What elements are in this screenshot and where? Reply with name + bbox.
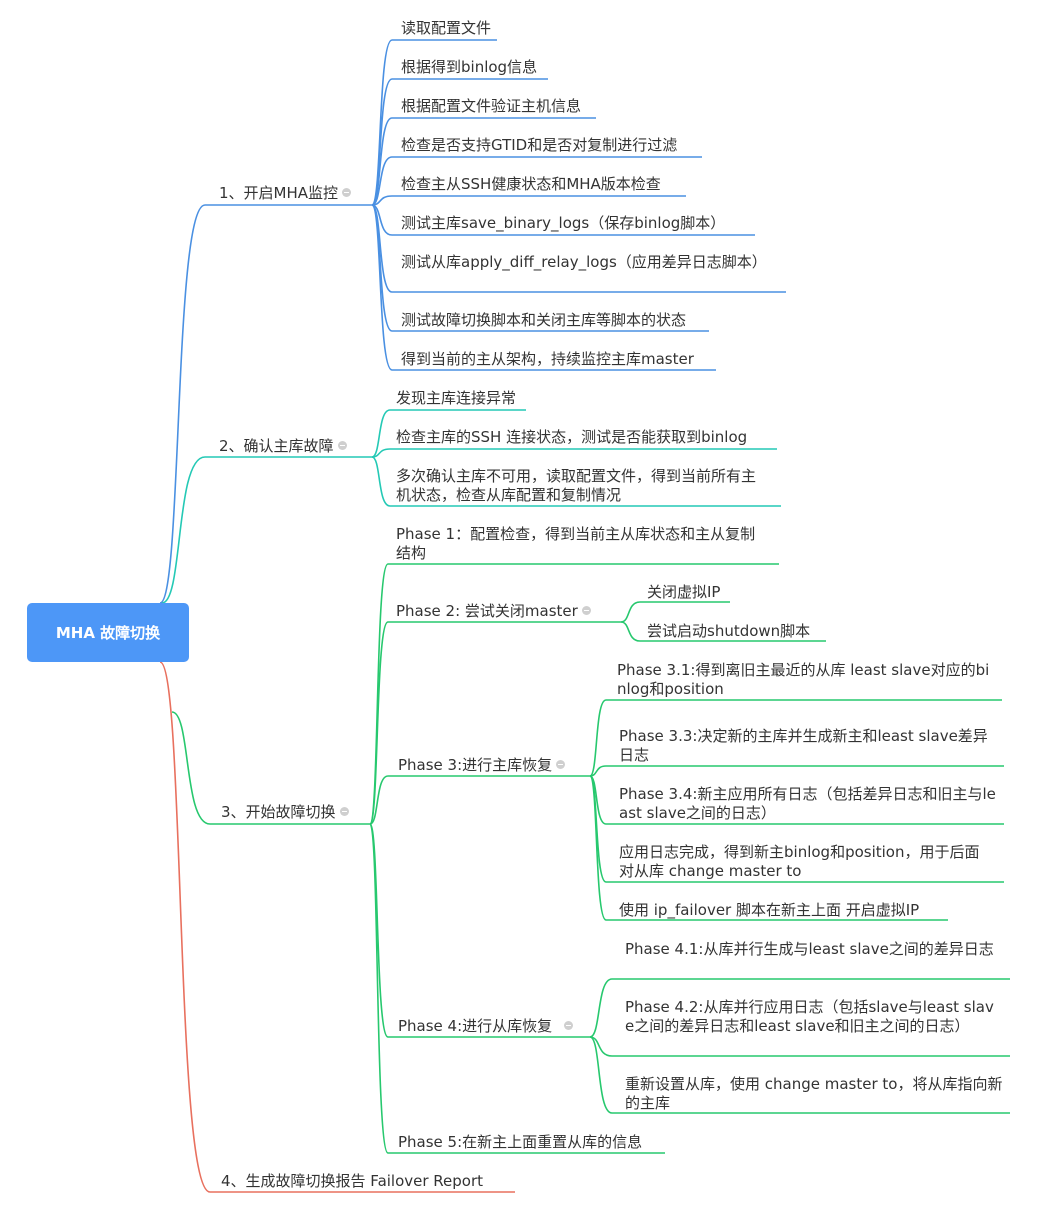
leaf-label: 根据得到binlog信息	[401, 58, 538, 76]
branch-3-node[interactable]: 3、开始故障切换	[221, 803, 371, 822]
leaf-label: 应用日志完成，得到新主binlog和position，用于后面对从库 chang…	[619, 843, 980, 880]
leaf-label: 关闭虚拟IP	[647, 583, 721, 601]
b1-leaf-9[interactable]: 得到当前的主从架构，持续监控主库master	[401, 350, 761, 369]
branch-2-label: 2、确认主库故障	[219, 437, 334, 455]
p4-leaf-2[interactable]: Phase 4.2:从库并行应用日志（包括slave与least slave之间…	[625, 998, 1003, 1036]
phase-label: Phase 2: 尝试关闭master	[396, 602, 578, 620]
edge-phase-5	[369, 823, 665, 1154]
root-label: MHA 故障切换	[55, 624, 161, 642]
b1-leaf-4[interactable]: 检查是否支持GTID和是否对复制进行过滤	[401, 136, 761, 155]
edge-root-b3	[171, 711, 370, 825]
leaf-label: 尝试启动shutdown脚本	[647, 622, 811, 640]
edge-root-b4	[159, 661, 515, 1193]
b1-leaf-5[interactable]: 检查主从SSH健康状态和MHA版本检查	[401, 175, 761, 194]
b2-leaf-3[interactable]: 多次确认主库不可用，读取配置文件，得到当前所有主机状态，检查从库配置和复制情况	[396, 467, 768, 505]
leaf-label: 得到当前的主从架构，持续监控主库master	[401, 350, 694, 368]
b2-leaf-2[interactable]: 检查主库的SSH 连接状态，测试是否能获取到binlog	[396, 428, 774, 447]
p2-leaf-1[interactable]: 关闭虚拟IP	[647, 583, 847, 602]
p3-leaf-2[interactable]: Phase 3.3:决定新的主库并生成新主和least slave差异日志	[619, 727, 1001, 765]
b1-leaf-3[interactable]: 根据配置文件验证主机信息	[401, 97, 761, 116]
edge-p2-leaf-2	[620, 621, 826, 642]
edge-b1-leaf-5	[371, 195, 686, 206]
edge-p3-leaf-5	[589, 775, 948, 921]
p3-leaf-4[interactable]: 应用日志完成，得到新主binlog和position，用于后面对从库 chang…	[619, 843, 991, 881]
branch-1-label: 1、开启MHA监控	[219, 184, 339, 202]
p3-leaf-3[interactable]: Phase 3.4:新主应用所有日志（包括差异日志和旧主与least slave…	[619, 785, 997, 823]
edge-p2-leaf-1	[620, 601, 730, 623]
leaf-label: 测试从库apply_diff_relay_logs（应用差异日志脚本）	[401, 253, 767, 271]
leaf-label: 检查是否支持GTID和是否对复制进行过滤	[401, 136, 678, 154]
leaf-label: Phase 3.4:新主应用所有日志（包括差异日志和旧主与least slave…	[619, 785, 996, 822]
leaf-label: Phase 4.1:从库并行生成与least slave之间的差异日志	[625, 940, 994, 958]
leaf-label: 检查主库的SSH 连接状态，测试是否能获取到binlog	[396, 428, 748, 446]
phase-1-node[interactable]: Phase 1：配置检查，得到当前主从库状态和主从复制结构	[396, 525, 768, 563]
leaf-label: Phase 4.2:从库并行应用日志（包括slave与least slave之间…	[625, 998, 994, 1035]
edge-p3-leaf-1	[589, 699, 1002, 777]
b2-leaf-1[interactable]: 发现主库连接异常	[396, 389, 766, 408]
branch-1-node[interactable]: 1、开启MHA监控	[219, 184, 369, 203]
collapse-icon[interactable]	[342, 188, 352, 197]
phase-label: Phase 1：配置检查，得到当前主从库状态和主从复制结构	[396, 525, 756, 562]
leaf-label: Phase 3.1:得到离旧主最近的从库 least slave对应的binlo…	[617, 661, 990, 698]
edge-root-b1	[159, 204, 372, 604]
edge-root-b2	[161, 456, 372, 604]
p4-leaf-3[interactable]: 重新设置从库，使用 change master to，将从库指向新的主库	[625, 1075, 1003, 1113]
p3-leaf-5[interactable]: 使用 ip_failover 脚本在新主上面 开启虚拟IP	[619, 901, 991, 920]
phase-3-node[interactable]: Phase 3:进行主库恢复	[398, 756, 598, 775]
collapse-icon[interactable]	[339, 807, 349, 816]
b1-leaf-1[interactable]: 读取配置文件	[401, 19, 761, 38]
edge-p4-leaf-3	[589, 1036, 1010, 1114]
phase-2-node[interactable]: Phase 2: 尝试关闭master	[396, 602, 621, 621]
leaf-label: Phase 3.3:决定新的主库并生成新主和least slave差异日志	[619, 727, 988, 764]
leaf-label: 检查主从SSH健康状态和MHA版本检查	[401, 175, 661, 193]
leaf-label: 测试主库save_binary_logs（保存binlog脚本）	[401, 214, 726, 232]
edge-phase-4	[369, 823, 590, 1038]
edge-b1-leaf-9	[371, 204, 716, 371]
branch-3-label: 3、开始故障切换	[221, 803, 336, 821]
edge-p3-leaf-2	[589, 765, 1004, 777]
phase-5-node[interactable]: Phase 5:在新主上面重置从库的信息	[398, 1133, 698, 1152]
b1-leaf-8[interactable]: 测试故障切换脚本和关闭主库等脚本的状态	[401, 311, 761, 330]
branch-2-node[interactable]: 2、确认主库故障	[219, 437, 369, 456]
b1-leaf-2[interactable]: 根据得到binlog信息	[401, 58, 761, 77]
collapse-icon[interactable]	[564, 1021, 574, 1030]
p2-leaf-2[interactable]: 尝试启动shutdown脚本	[647, 622, 847, 641]
edge-b1-leaf-4	[371, 156, 702, 206]
edge-p4-leaf-2	[589, 1036, 1010, 1057]
leaf-label: 发现主库连接异常	[396, 389, 517, 407]
root-node[interactable]: MHA 故障切换	[27, 603, 189, 662]
leaf-label: 根据配置文件验证主机信息	[401, 97, 582, 115]
phase-label: Phase 3:进行主库恢复	[398, 756, 553, 774]
edge-b2-leaf-2	[371, 448, 777, 458]
edge-p4-leaf-1	[589, 978, 1010, 1038]
p4-leaf-1[interactable]: Phase 4.1:从库并行生成与least slave之间的差异日志	[625, 940, 1007, 959]
collapse-icon[interactable]	[337, 441, 347, 450]
edge-b1-leaf-3	[371, 117, 596, 206]
b1-leaf-6[interactable]: 测试主库save_binary_logs（保存binlog脚本）	[401, 214, 761, 233]
edge-b2-leaf-3	[371, 456, 781, 507]
b1-leaf-7[interactable]: 测试从库apply_diff_relay_logs（应用差异日志脚本）	[401, 253, 773, 272]
leaf-label: 读取配置文件	[401, 19, 492, 37]
phase-4-node[interactable]: Phase 4:进行从库恢复	[398, 1017, 598, 1036]
branch-4-label: 4、生成故障切换报告 Failover Report	[221, 1172, 484, 1190]
collapse-icon[interactable]	[581, 606, 591, 615]
edge-b2-leaf-1	[371, 409, 526, 458]
collapse-icon[interactable]	[556, 760, 566, 769]
phase-label: Phase 4:进行从库恢复	[398, 1017, 553, 1035]
leaf-label: 使用 ip_failover 脚本在新主上面 开启虚拟IP	[619, 901, 920, 919]
leaf-label: 多次确认主库不可用，读取配置文件，得到当前所有主机状态，检查从库配置和复制情况	[396, 467, 757, 504]
leaf-label: 重新设置从库，使用 change master to，将从库指向新的主库	[625, 1075, 1003, 1112]
edge-phase-3	[369, 775, 590, 825]
edge-phase-2	[369, 621, 621, 825]
branch-4-node[interactable]: 4、生成故障切换报告 Failover Report	[221, 1172, 551, 1191]
p3-leaf-1[interactable]: Phase 3.1:得到离旧主最近的从库 least slave对应的binlo…	[617, 661, 995, 699]
phase-label: Phase 5:在新主上面重置从库的信息	[398, 1133, 643, 1151]
leaf-label: 测试故障切换脚本和关闭主库等脚本的状态	[401, 311, 687, 329]
